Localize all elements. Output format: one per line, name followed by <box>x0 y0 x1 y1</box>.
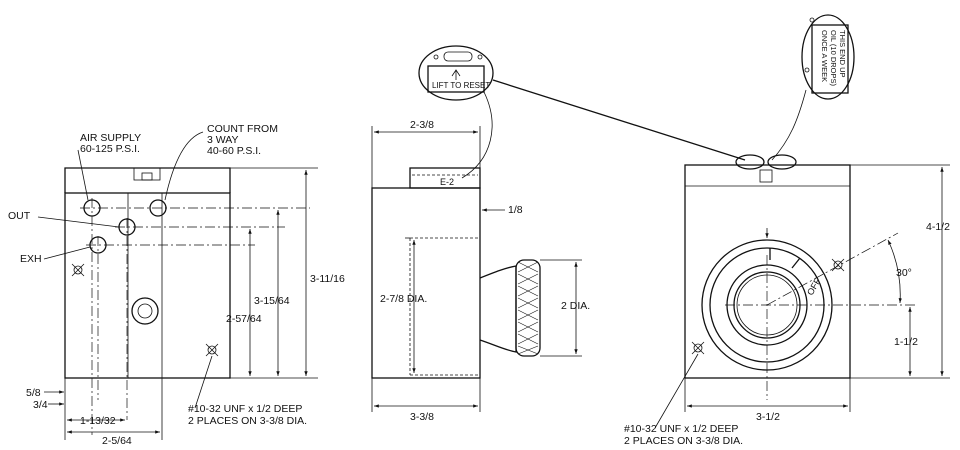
knob-knurl-pattern <box>517 261 539 355</box>
out-leader <box>37 216 120 228</box>
middle-hidden-bore <box>409 237 480 376</box>
center-fitting-inner <box>137 303 153 319</box>
dim-3-3-8: 3-3/8 <box>410 411 434 423</box>
dim-2-5-64: 2-5/64 <box>102 435 132 447</box>
label-count-from: COUNT FROM <box>207 123 278 135</box>
left-view: AIR SUPPLY 60-125 P.S.I. COUNT FROM 3 WA… <box>8 123 345 447</box>
left-top-notch <box>133 167 161 181</box>
left-mount-hole-1 <box>71 263 85 277</box>
right-view: OFF TH <box>624 14 950 447</box>
left-notch-detail <box>141 172 153 181</box>
right-note-line-1: #10-32 UNF x 1/2 DEEP <box>624 423 738 435</box>
label-air-pressure: 60-125 P.S.I. <box>80 143 140 155</box>
dim-1-13-32: 1-13/32 <box>80 415 116 427</box>
middle-body <box>371 187 481 379</box>
middle-knob-neck <box>479 265 517 353</box>
callout-connector <box>492 79 746 161</box>
label-out: OUT <box>8 210 31 222</box>
dim-2-7-8-dia: 2-7/8 DIA. <box>380 293 427 305</box>
center-fitting-outer <box>131 297 159 325</box>
count-from-leader <box>164 131 204 201</box>
label-air-supply: AIR SUPPLY <box>80 132 141 144</box>
dim-2-3-8: 2-3/8 <box>410 119 434 131</box>
right-note-leader <box>654 353 699 429</box>
dim-1-8: 1/8 <box>508 204 523 216</box>
left-note-line-1: #10-32 UNF x 1/2 DEEP <box>188 403 302 415</box>
left-note-leader <box>194 355 213 409</box>
left-body-outline <box>64 192 231 379</box>
dim-3-1-2: 3-1/2 <box>756 411 780 423</box>
dim-5-8: 5/8 <box>26 387 41 399</box>
dim-3-15-64: 3-15/64 <box>254 295 290 307</box>
left-top-block <box>64 167 231 193</box>
dim-30-deg: 30° <box>896 267 912 279</box>
middle-top-marking: E-2 <box>440 177 454 187</box>
label-count-pressure: 40-60 P.S.I. <box>207 145 261 157</box>
knurled-knob <box>515 259 541 357</box>
air-supply-leader <box>77 149 89 201</box>
dim-3-4: 3/4 <box>33 399 48 411</box>
label-count-from-2: 3 WAY <box>207 134 239 146</box>
oil-callout-leader <box>771 89 807 161</box>
dim-3-11-16: 3-11/16 <box>310 273 345 285</box>
right-body <box>684 164 851 379</box>
lift-to-reset-text: LIFT TO RESET <box>432 81 490 90</box>
right-mount-hole-1 <box>831 258 845 272</box>
right-30-deg-line <box>766 232 899 306</box>
oil-callout: THIS END UP OIL (10 DROPS) ONCE A WEEK <box>801 14 855 100</box>
oil-callout-line-3: ONCE A WEEK <box>820 30 829 82</box>
dim-1-1-2: 1-1/2 <box>894 336 918 348</box>
oil-callout-line-2: OIL (10 DROPS) <box>829 30 838 86</box>
dim-arc-30-deg <box>887 239 902 304</box>
oil-callout-line-1: THIS END UP <box>838 30 847 78</box>
right-note-line-2: 2 PLACES ON 3-3/8 DIA. <box>624 435 743 447</box>
dim-2-dia: 2 DIA. <box>561 300 590 312</box>
right-mount-hole-2 <box>691 341 705 355</box>
dial-off-segment <box>769 248 801 269</box>
middle-view: E-2 <box>371 45 746 423</box>
dim-2-57-64: 2-57/64 <box>226 313 262 325</box>
label-exh: EXH <box>20 253 42 265</box>
lift-callout-leader <box>461 91 493 179</box>
lift-to-reset-callout: LIFT TO RESET <box>418 45 494 101</box>
oil-cap <box>735 154 797 183</box>
left-note-line-2: 2 PLACES ON 3-3/8 DIA. <box>188 415 307 427</box>
left-mount-hole-2 <box>205 343 219 357</box>
exh-leader <box>43 246 91 260</box>
dim-4-1-2: 4-1/2 <box>926 221 950 233</box>
